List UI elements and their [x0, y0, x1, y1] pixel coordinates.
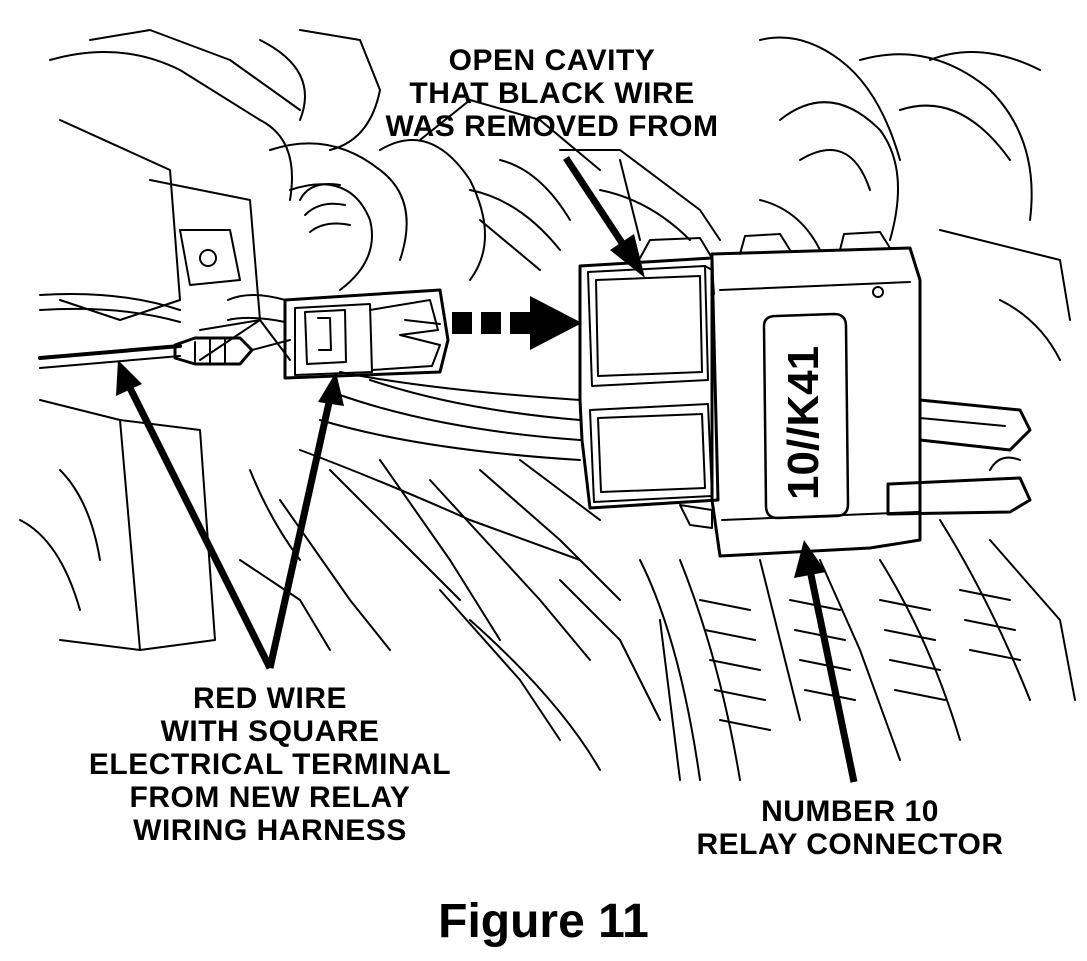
upper-harness	[269, 99, 721, 291]
relay-connector-cavity-block	[578, 237, 720, 510]
callout-line: RELAY CONNECTOR	[696, 828, 1004, 861]
callout-line: NUMBER 10	[761, 795, 939, 828]
arrow-to-black-wire	[124, 382, 274, 670]
relay-harness-plug	[227, 288, 450, 380]
relay-id-label: 10//K41	[779, 346, 828, 500]
dashed-direction-arrow	[452, 296, 582, 350]
relay-connector-body	[679, 231, 922, 558]
lower-right-harness	[639, 519, 1076, 781]
callout-open-cavity: OPEN CAVITY THAT BLACK WIRE WAS REMOVED …	[362, 44, 742, 143]
callout-line: FROM NEW RELAY	[129, 781, 411, 814]
arrow-to-open-cavity	[563, 156, 631, 254]
arrow-to-relay-connector	[806, 569, 858, 783]
callout-line: WITH SQUARE	[160, 715, 380, 748]
leader-arrows	[124, 156, 858, 783]
callout-line: ELECTRICAL TERMINAL	[88, 748, 452, 781]
callout-relay-connector: NUMBER 10 RELAY CONNECTOR	[660, 795, 1040, 861]
callout-line: WIRING HARNESS	[133, 814, 407, 847]
upper-right-harness	[759, 36, 1071, 361]
leader-arrowheads	[116, 234, 826, 578]
arrow-to-square-terminal	[266, 397, 334, 669]
callout-line: RED WIRE	[193, 682, 347, 715]
callout-red-wire: RED WIRE WITH SQUARE ELECTRICAL TERMINAL…	[60, 682, 480, 847]
callout-line: THAT BLACK WIRE	[409, 77, 695, 110]
callout-line: OPEN CAVITY	[448, 44, 656, 77]
relay-locking-tabs	[886, 398, 1032, 516]
square-terminal	[173, 336, 291, 366]
background-structure	[19, 29, 381, 651]
figure-caption: Figure 11	[438, 895, 649, 948]
callout-line: WAS REMOVED FROM	[385, 110, 719, 143]
black-wire	[38, 293, 182, 369]
